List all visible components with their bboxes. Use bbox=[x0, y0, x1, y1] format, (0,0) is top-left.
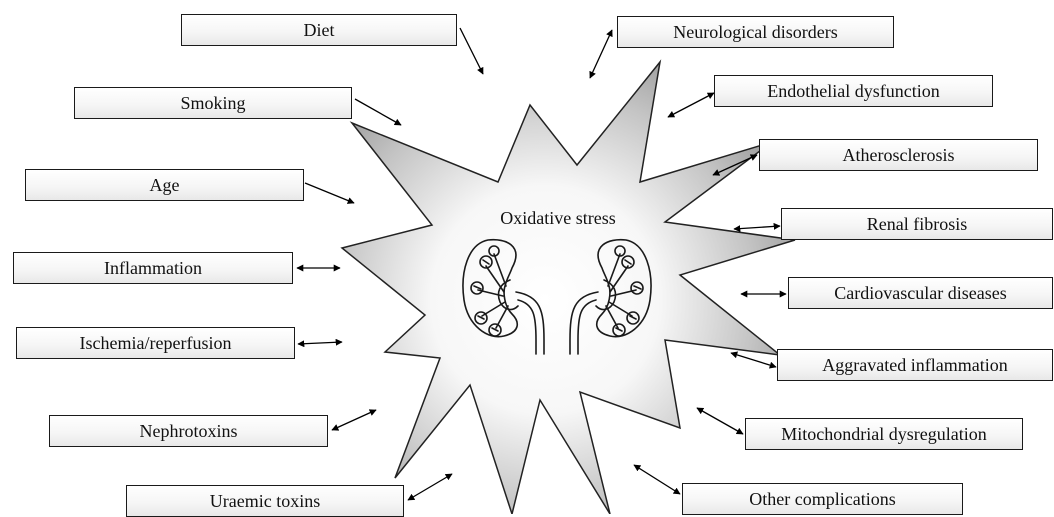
cause-box-smoking: Smoking bbox=[74, 87, 352, 119]
consequence-box-endothelial-dysfunction: Endothelial dysfunction bbox=[714, 75, 993, 107]
arrow-aggravated bbox=[731, 353, 776, 367]
consequence-box-atherosclerosis: Atherosclerosis bbox=[759, 139, 1038, 171]
arrow-mitochondrial bbox=[697, 408, 743, 434]
arrow-endothelial bbox=[668, 93, 714, 117]
consequence-box-renal-fibrosis: Renal fibrosis bbox=[781, 208, 1053, 240]
consequence-box-cardiovascular-diseases: Cardiovascular diseases bbox=[788, 277, 1053, 309]
arrow-smoking bbox=[355, 99, 401, 125]
cause-box-inflammation: Inflammation bbox=[13, 252, 293, 284]
consequence-box-aggravated-inflammation: Aggravated inflammation bbox=[777, 349, 1053, 381]
center-label-oxidative-stress: Oxidative stress bbox=[478, 208, 638, 229]
consequence-box-neurological-disorders: Neurological disorders bbox=[617, 16, 894, 48]
cause-box-uraemic-toxins: Uraemic toxins bbox=[126, 485, 404, 517]
cause-box-age: Age bbox=[25, 169, 304, 201]
cause-box-nephrotoxins: Nephrotoxins bbox=[49, 415, 328, 447]
arrow-neurological bbox=[590, 30, 612, 78]
consequence-box-mitochondrial-dysregulation: Mitochondrial dysregulation bbox=[745, 418, 1023, 450]
arrow-age bbox=[305, 183, 354, 203]
cause-box-ischemia-reperfusion: Ischemia/reperfusion bbox=[16, 327, 295, 359]
arrow-renal-fibrosis bbox=[734, 226, 780, 229]
arrow-ischemia bbox=[298, 342, 342, 344]
oxidative-stress-star bbox=[342, 62, 795, 514]
arrow-uraemic bbox=[408, 474, 452, 500]
arrow-diet bbox=[460, 28, 483, 74]
arrow-other bbox=[634, 465, 680, 494]
consequence-box-other-complications: Other complications bbox=[682, 483, 963, 515]
cause-box-diet: Diet bbox=[181, 14, 457, 46]
arrow-nephrotoxins bbox=[332, 410, 376, 430]
